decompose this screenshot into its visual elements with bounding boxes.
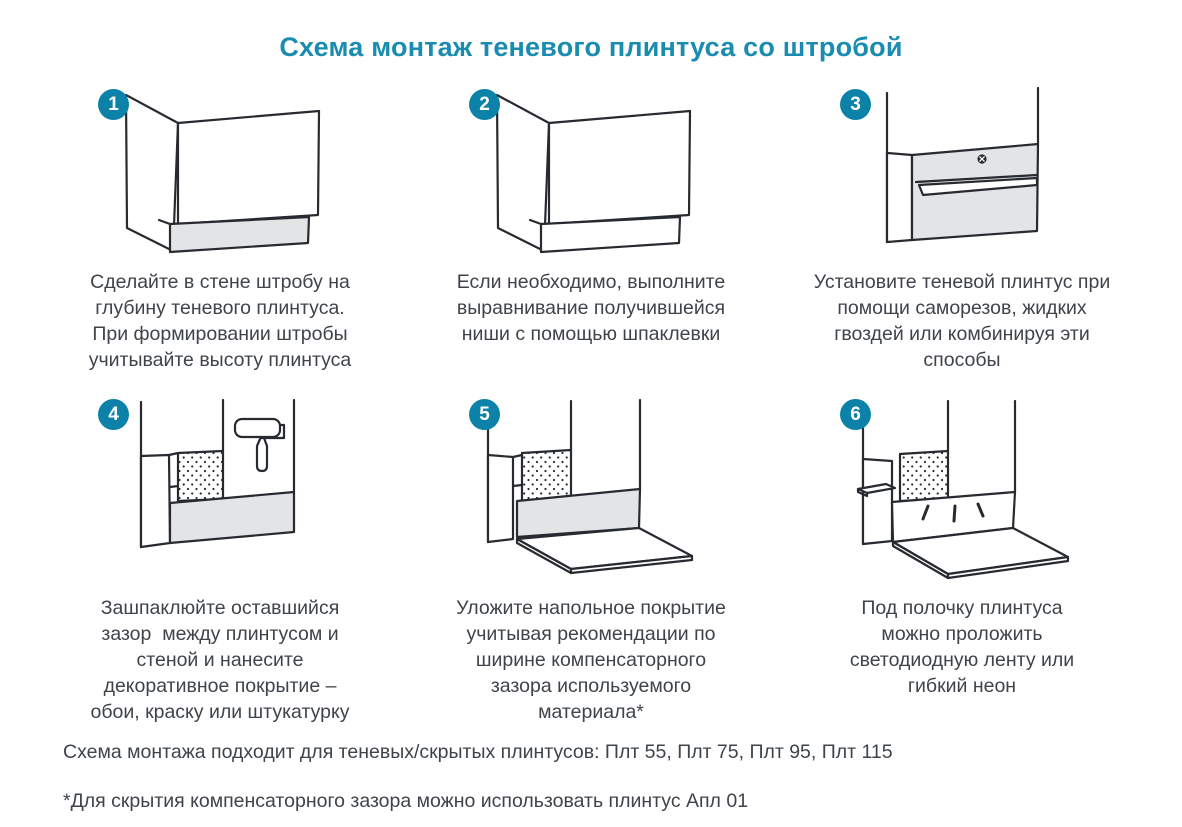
step-1-illustration: [124, 93, 321, 254]
step-4-figure: 4: [50, 397, 390, 585]
decor-band: [168, 490, 296, 545]
left-wall-strip: [885, 151, 914, 244]
asterisk-footnote: *Для скрытия компенсаторного зазора можн…: [63, 790, 749, 812]
step-2-number-badge: 2: [469, 89, 500, 120]
step-1-caption: Сделайте в стене штробу на глубину тенев…: [88, 271, 352, 371]
niche-step-line: [511, 483, 523, 488]
step-6-figure: 6: [792, 397, 1132, 585]
shelf-bracket-icon: [856, 482, 896, 498]
step-5-number-badge: 5: [469, 399, 500, 430]
step-6: 6: [792, 397, 1132, 725]
steps-grid: 1 Сделайте в стене штробу на глубину тен…: [0, 63, 1182, 725]
compatibility-note: Схема монтажа подходит для теневых/скрыт…: [63, 741, 893, 763]
floor-panel: [891, 526, 1069, 580]
spackle-dots: [521, 450, 571, 501]
step-3-figure: 3: [792, 87, 1132, 259]
step-4: 4: [50, 397, 390, 725]
step-2-figure: 2: [401, 87, 781, 259]
page-title: Схема монтаж теневого плинтуса со штробо…: [279, 32, 903, 62]
spackle-dots: [178, 451, 223, 501]
step-1: 1 Сделайте в стене штробу на глубину тен…: [50, 87, 390, 373]
footnotes: Схема монтажа подходит для теневых/скрыт…: [0, 725, 1182, 813]
floor-panel: [515, 526, 693, 575]
paint-roller-icon: [233, 417, 286, 473]
step-4-number-badge: 4: [98, 399, 129, 430]
left-wall-strip: [486, 453, 514, 544]
step-5-figure: 5: [401, 397, 781, 585]
niche-step-line: [168, 484, 180, 489]
step-5-illustration: [486, 398, 693, 575]
niche-return-line: [528, 218, 543, 226]
step-3-illustration: [885, 87, 1040, 244]
niche-top-line: [167, 451, 180, 457]
left-wall-strip: [139, 453, 172, 549]
step-5-caption: Уложите напольное покрытие учитывая реко…: [456, 597, 726, 723]
groove-return-line: [157, 218, 172, 226]
step-1-figure: 1: [50, 87, 390, 259]
step-6-number-badge: 6: [840, 399, 871, 430]
plinth-ledge-line: [914, 173, 1039, 184]
step-4-caption: Зашпаклюйте оставшийся зазор между плинт…: [90, 597, 350, 723]
step-6-caption: Под полочку плинтуса можно проложить све…: [849, 597, 1075, 697]
plinth-panel: [910, 142, 1040, 242]
right-wall: [547, 109, 692, 226]
right-wall: [176, 109, 321, 226]
step-1-number-badge: 1: [98, 89, 129, 120]
groove-strip: [168, 215, 311, 254]
step-5: 5: [401, 397, 781, 725]
step-2-illustration: [495, 93, 692, 254]
screw-icon: [977, 154, 987, 164]
plinth-ledge-lip: [917, 176, 1039, 197]
step-2-caption: Если необходимо, выполните выравнивание …: [456, 271, 726, 345]
step-4-illustration: [139, 398, 296, 549]
step-6-illustration: [856, 399, 1069, 580]
step-3: 3 Установите теневой плинтус при помощи …: [792, 87, 1132, 373]
spackle-dots: [899, 451, 948, 501]
led-light-rays-icon: [921, 502, 984, 523]
step-3-number-badge: 3: [840, 89, 871, 120]
niche-top-line: [511, 453, 523, 459]
step-3-caption: Установите теневой плинтус при помощи са…: [813, 271, 1111, 371]
left-wall-strip: [861, 457, 893, 546]
leveled-niche-strip: [539, 215, 682, 254]
step-2: 2 Если необходимо, выполните выравнивани…: [401, 87, 781, 373]
